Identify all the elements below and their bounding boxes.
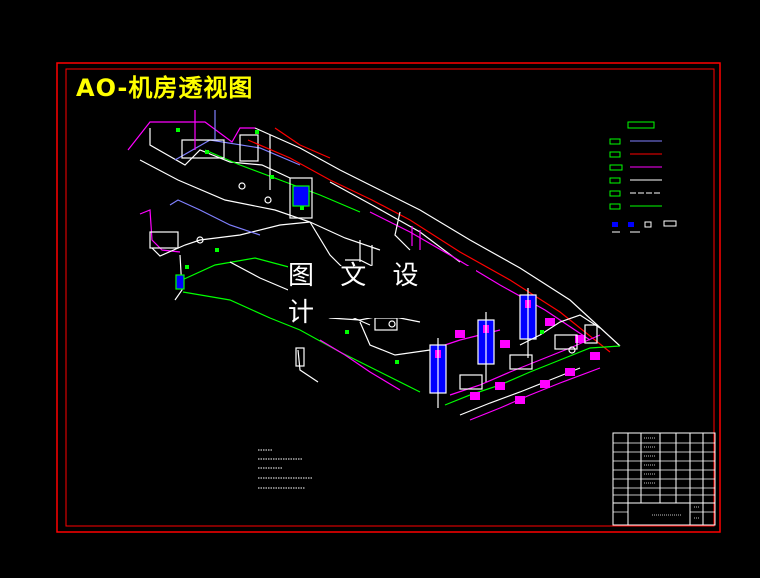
- drawing-title: AO-机房透视图: [76, 74, 254, 102]
- piping-isometric: [127, 110, 621, 421]
- valve-icon: [176, 128, 544, 364]
- gauge-icon: [196, 182, 576, 354]
- watermark-text: 图 文 设 计: [288, 261, 476, 328]
- inner-frame: [65, 68, 715, 527]
- main-trunk-lines: [247, 127, 621, 353]
- chiller-pump-cluster: [429, 288, 621, 421]
- pump-icon: [455, 318, 600, 404]
- outer-frame: [56, 62, 721, 533]
- drawing-notes: [258, 449, 312, 489]
- pipe-legend: [609, 121, 677, 233]
- title-block: [612, 432, 716, 526]
- upper-equipment-group: [127, 110, 381, 251]
